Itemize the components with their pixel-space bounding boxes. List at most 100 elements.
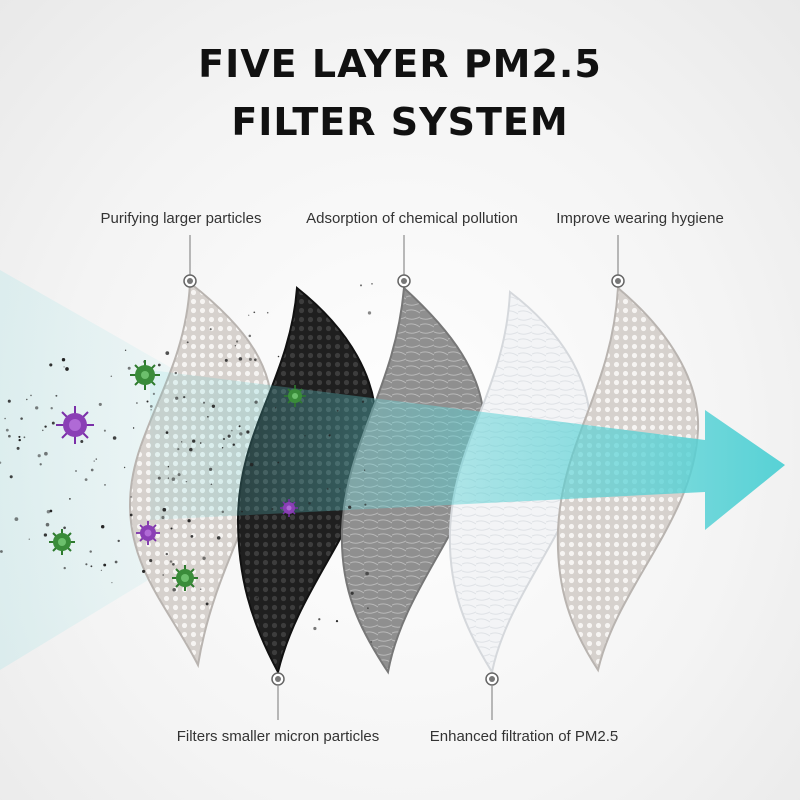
dust-speck	[321, 549, 324, 552]
dust-speck	[241, 510, 243, 513]
dust-speck	[295, 527, 298, 530]
dust-speck	[20, 417, 23, 420]
dust-speck	[238, 357, 243, 361]
dust-speck	[248, 314, 250, 316]
dust-speck	[7, 399, 11, 403]
dust-speck	[367, 311, 372, 315]
dust-speck	[69, 498, 71, 500]
dust-speck	[359, 284, 363, 287]
callout-lines	[189, 235, 619, 720]
label-filters-smaller-micron-particles: Filters smaller micron particles	[176, 728, 380, 745]
virus-purple-large-icon	[56, 406, 94, 444]
virus-green-small-icon	[284, 385, 306, 407]
dust-speck	[299, 344, 302, 346]
dust-speck	[253, 358, 257, 362]
dust-speck	[364, 503, 367, 506]
dust-speck	[51, 421, 55, 425]
dust-speck	[103, 429, 106, 432]
dust-speck	[339, 488, 341, 490]
virus-green-icon	[49, 529, 75, 555]
dust-speck	[127, 366, 131, 370]
dust-speck	[371, 283, 373, 285]
dust-speck	[350, 591, 354, 595]
dust-speck	[249, 578, 251, 580]
dust-speck	[335, 620, 339, 623]
virus-green-icon	[130, 360, 160, 390]
dust-speck	[130, 496, 132, 498]
dust-speck	[192, 439, 196, 443]
dust-speck	[0, 550, 3, 553]
dust-speck	[146, 400, 149, 403]
dust-speck	[216, 536, 221, 540]
dust-particles	[0, 283, 373, 643]
dust-speck	[235, 340, 239, 343]
dust-speck	[239, 432, 243, 436]
dust-speck	[313, 626, 317, 631]
dust-speck	[209, 467, 213, 471]
dust-speck	[89, 550, 92, 553]
dust-speck	[35, 406, 39, 410]
dust-speck	[111, 581, 113, 584]
dust-speck	[271, 508, 274, 510]
dust-speck	[55, 394, 58, 397]
dust-speck	[165, 552, 168, 556]
dust-speck	[132, 427, 135, 429]
title-line-2: FILTER SYSTEM	[231, 100, 569, 144]
dust-speck	[44, 425, 47, 428]
dust-speck	[142, 569, 146, 573]
virus-green-icon	[172, 565, 198, 591]
dust-speck	[110, 375, 113, 378]
dust-speck	[135, 402, 138, 404]
dust-speck	[256, 596, 259, 599]
dust-speck	[90, 565, 93, 568]
dust-speck	[150, 409, 152, 411]
dust-speck	[301, 528, 304, 530]
dust-speck	[277, 461, 280, 464]
dust-speck	[211, 404, 216, 408]
dust-speck	[174, 371, 178, 375]
dust-speck	[114, 560, 118, 564]
dust-speck	[249, 462, 254, 467]
dust-speck	[318, 618, 321, 621]
dust-speck	[315, 547, 319, 551]
dust-speck	[129, 513, 133, 517]
dust-speck	[358, 392, 363, 396]
dust-speck	[209, 328, 212, 331]
dust-speck	[326, 487, 329, 490]
dust-speck	[16, 446, 20, 450]
dust-speck	[187, 519, 191, 523]
dust-speck	[161, 515, 165, 520]
virus-purple-small-icon	[280, 499, 298, 517]
dust-speck	[202, 556, 206, 560]
dust-speck	[100, 524, 105, 529]
dust-speck	[167, 477, 170, 479]
dust-speck	[157, 363, 161, 367]
dust-speck	[224, 358, 228, 362]
dust-speck	[37, 454, 41, 458]
dust-speck	[169, 560, 173, 563]
dust-speck	[199, 442, 202, 444]
dust-speck	[361, 400, 365, 403]
dust-speck	[248, 334, 252, 338]
dust-speck	[149, 405, 153, 408]
dust-speck	[177, 473, 181, 477]
dust-speck	[85, 563, 88, 566]
dust-speck	[117, 539, 120, 543]
dust-speck	[65, 367, 69, 371]
dust-speck	[90, 468, 94, 472]
label-improve-wearing-hygiene: Improve wearing hygiene	[556, 210, 724, 227]
dust-speck	[162, 574, 165, 576]
dust-speck	[74, 469, 78, 473]
dust-speck	[5, 428, 9, 432]
dust-speck	[165, 351, 170, 355]
dust-speck	[221, 510, 225, 514]
label-purifying-larger-particles: Purifying larger particles	[100, 210, 262, 227]
dust-speck	[277, 355, 280, 358]
dust-speck	[181, 441, 183, 443]
dust-speck	[104, 484, 106, 486]
dust-speck	[9, 475, 13, 479]
dust-speck	[162, 507, 167, 512]
dust-speck	[63, 526, 66, 530]
dust-speck	[8, 434, 11, 438]
dust-speck	[63, 366, 65, 368]
